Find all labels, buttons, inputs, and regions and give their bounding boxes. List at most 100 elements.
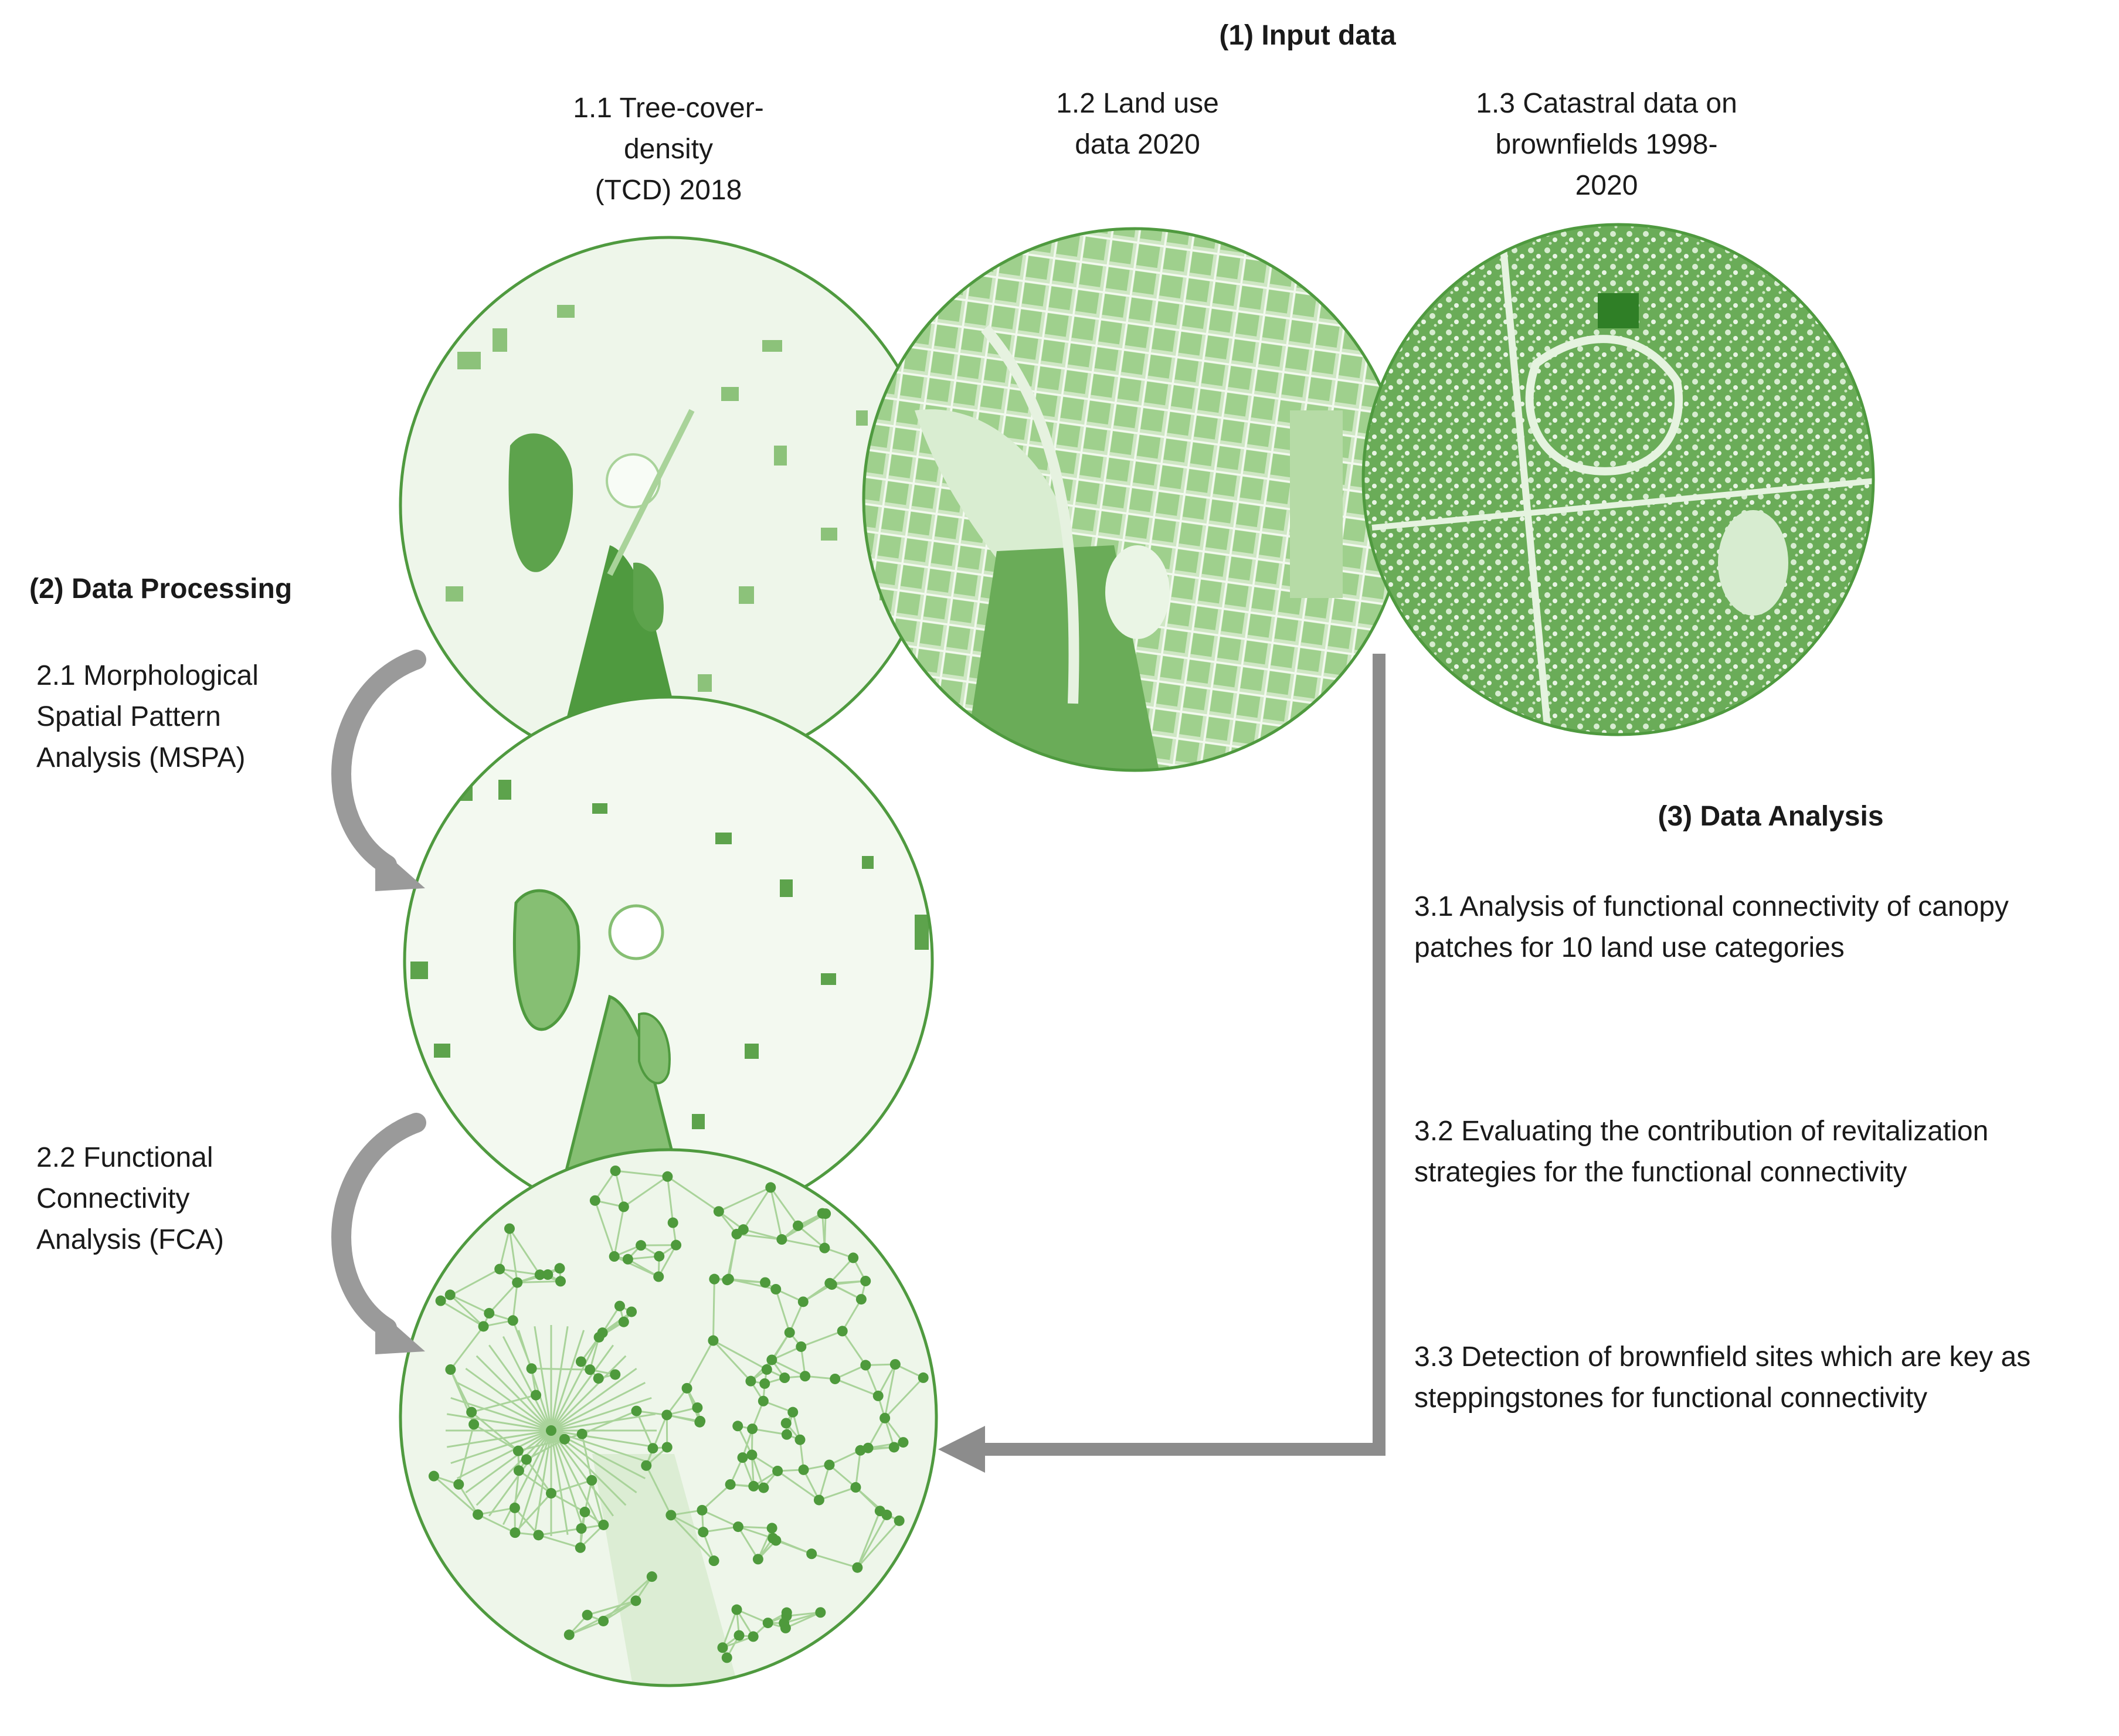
network-link bbox=[538, 1534, 581, 1549]
network-link bbox=[775, 1289, 791, 1333]
network-link bbox=[856, 1510, 881, 1568]
network-node bbox=[630, 1595, 641, 1606]
network-node bbox=[768, 1533, 779, 1544]
network-node bbox=[593, 1373, 604, 1384]
network-node bbox=[445, 1364, 456, 1375]
network-node bbox=[752, 1554, 763, 1565]
network-link bbox=[818, 1465, 830, 1500]
network-node bbox=[510, 1527, 521, 1538]
network-link bbox=[769, 1187, 783, 1240]
network-node bbox=[796, 1341, 807, 1352]
network-node bbox=[473, 1509, 484, 1520]
network-link bbox=[440, 1300, 484, 1327]
input-item-tcd-label: 1.1 Tree-cover- density (TCD) 2018 bbox=[573, 93, 764, 206]
network-link bbox=[712, 1279, 715, 1341]
network-node bbox=[748, 1480, 759, 1492]
network-node bbox=[766, 1354, 777, 1365]
network-link bbox=[884, 1377, 924, 1419]
network-link bbox=[771, 1346, 802, 1361]
network-node bbox=[435, 1295, 446, 1306]
network-link bbox=[457, 1424, 475, 1485]
network-node bbox=[815, 1607, 826, 1618]
input-item-land-use-label: 1.2 Land use data 2020 bbox=[1056, 88, 1219, 160]
network-link bbox=[517, 1330, 552, 1431]
network-link bbox=[757, 1527, 773, 1560]
network-node bbox=[618, 1201, 629, 1212]
network-link bbox=[722, 1609, 738, 1648]
network-node bbox=[507, 1315, 518, 1326]
network-link bbox=[433, 1475, 479, 1516]
network-node bbox=[780, 1418, 792, 1429]
network-node bbox=[585, 1364, 596, 1375]
analysis-item-1-label: 3.1 Analysis of functional connectivity … bbox=[1414, 891, 2009, 963]
network-node bbox=[646, 1571, 657, 1582]
network-node bbox=[665, 1510, 677, 1521]
network-link bbox=[884, 1364, 896, 1419]
network-link bbox=[550, 1430, 614, 1517]
network-link bbox=[456, 1429, 552, 1480]
network-node bbox=[889, 1359, 901, 1370]
network-link bbox=[476, 1429, 552, 1506]
network-link bbox=[701, 1483, 731, 1511]
network-node bbox=[582, 1609, 593, 1621]
network-link bbox=[550, 1430, 569, 1535]
network-node bbox=[852, 1562, 863, 1573]
network-node bbox=[798, 1464, 809, 1475]
network-link bbox=[771, 1359, 806, 1377]
network-node bbox=[453, 1479, 464, 1490]
network-node bbox=[468, 1419, 480, 1430]
network-link bbox=[666, 1387, 688, 1416]
network-link bbox=[834, 1364, 866, 1380]
network-node bbox=[586, 1475, 597, 1486]
network-node bbox=[466, 1407, 477, 1418]
network-link bbox=[488, 1282, 518, 1314]
network-node bbox=[484, 1307, 495, 1319]
network-link bbox=[450, 1326, 484, 1370]
network-link bbox=[623, 1176, 668, 1208]
network-node bbox=[759, 1378, 770, 1389]
network-node bbox=[576, 1523, 587, 1534]
network-link bbox=[712, 1340, 752, 1382]
land-use-map bbox=[862, 227, 1407, 772]
network-node bbox=[559, 1433, 570, 1445]
network-node bbox=[732, 1521, 743, 1533]
network-link bbox=[450, 1294, 490, 1314]
network-node bbox=[819, 1242, 830, 1253]
network-link bbox=[550, 1344, 614, 1431]
network-node bbox=[681, 1382, 692, 1394]
network-node bbox=[781, 1611, 792, 1622]
network-node bbox=[526, 1363, 537, 1374]
network-link bbox=[877, 1364, 896, 1397]
network-link bbox=[781, 1212, 826, 1241]
network-node bbox=[772, 1465, 783, 1476]
network-link bbox=[670, 1514, 704, 1533]
network-node bbox=[478, 1321, 489, 1332]
network-node bbox=[554, 1263, 565, 1274]
network-link bbox=[742, 1187, 772, 1230]
network-node bbox=[734, 1630, 745, 1641]
network-node bbox=[888, 1442, 899, 1453]
network-link bbox=[722, 1636, 754, 1649]
network-link bbox=[551, 1397, 652, 1432]
network-node bbox=[654, 1251, 665, 1262]
network-link bbox=[465, 1429, 552, 1494]
network-link bbox=[508, 1228, 541, 1276]
network-link bbox=[551, 1479, 592, 1494]
network-node bbox=[737, 1452, 748, 1463]
network-node bbox=[760, 1277, 771, 1288]
network-link bbox=[828, 1464, 857, 1489]
network-node bbox=[806, 1548, 817, 1560]
network-link bbox=[550, 1326, 569, 1431]
network-node bbox=[609, 1251, 620, 1262]
network-link bbox=[450, 1397, 552, 1432]
network-node bbox=[879, 1412, 891, 1424]
network-node bbox=[761, 1364, 772, 1375]
network-node bbox=[717, 1642, 728, 1653]
network-node bbox=[794, 1434, 806, 1445]
processing-item-mspa-label: 2.1 Morphological Spatial Pattern Analys… bbox=[36, 660, 259, 773]
network-link bbox=[550, 1430, 585, 1531]
network-link bbox=[589, 1337, 600, 1370]
network-link bbox=[803, 1469, 820, 1501]
network-link bbox=[738, 1526, 773, 1540]
network-node bbox=[533, 1530, 544, 1541]
